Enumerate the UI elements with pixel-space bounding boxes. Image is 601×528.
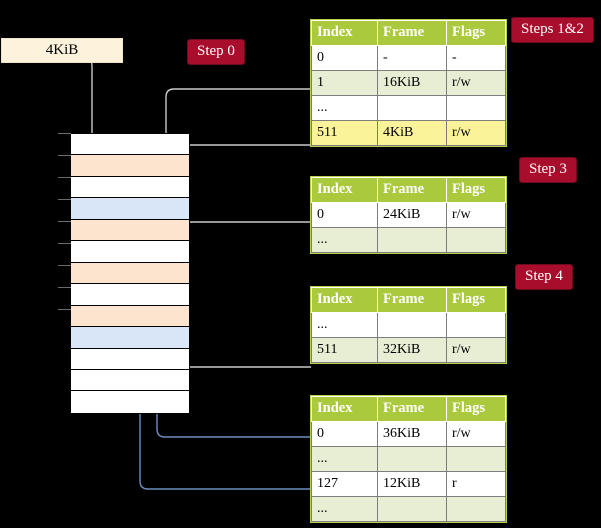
memory-frame-row — [71, 327, 189, 349]
cell-index: ... — [311, 446, 378, 472]
step-badge-step3: Step 3 — [520, 158, 576, 182]
source-frame-label: 4KiB — [45, 42, 79, 58]
table-row[interactable]: ... — [311, 227, 506, 253]
column-header-flags: Flags — [446, 287, 506, 313]
table-row[interactable]: ... — [311, 95, 506, 121]
wire-l4row511-to-memory — [177, 144, 311, 155]
memory-tick — [58, 309, 71, 310]
cell-index: 0 — [311, 45, 378, 71]
memory-frame-row — [71, 284, 189, 306]
memory-frame-row — [71, 369, 189, 392]
column-header-frame: Frame — [377, 20, 447, 46]
cell-flags: r/w — [446, 337, 506, 363]
memory-frame-row — [71, 198, 189, 220]
column-header-index: Index — [311, 287, 378, 313]
memory-tick — [58, 199, 71, 200]
memory-frame-row — [71, 262, 189, 285]
cell-index: ... — [311, 95, 378, 121]
memory-frame-row — [71, 391, 189, 413]
cell-flags: r/w — [446, 202, 506, 228]
column-header-index: Index — [311, 177, 378, 203]
cell-index: ... — [311, 312, 378, 338]
cell-frame — [377, 95, 447, 121]
cell-flags — [446, 95, 506, 121]
source-frame-box: 4KiB — [1, 38, 123, 63]
cell-index: ... — [311, 496, 378, 522]
table-row[interactable]: 0-- — [311, 45, 506, 71]
memory-tick — [58, 133, 71, 134]
memory-tick — [58, 287, 71, 288]
cell-frame — [377, 227, 447, 253]
cell-frame: 12KiB — [377, 471, 447, 497]
cell-index: 511 — [311, 120, 378, 146]
cell-index: 127 — [311, 471, 378, 497]
column-header-index: Index — [311, 396, 378, 422]
memory-tick — [58, 221, 71, 222]
memory-frame-row — [71, 305, 189, 328]
table-row[interactable]: ... — [311, 496, 506, 522]
memory-frame-row — [71, 348, 189, 370]
memory-frame-row — [71, 219, 189, 242]
cell-flags: r/w — [446, 120, 506, 146]
cell-flags: r/w — [446, 421, 506, 447]
column-header-index: Index — [311, 20, 378, 46]
memory-tick — [58, 243, 71, 244]
cell-flags — [446, 446, 506, 472]
step-badge-step0: Step 0 — [188, 40, 244, 64]
cell-flags — [446, 312, 506, 338]
cell-flags — [446, 496, 506, 522]
step-badge-steps12: Steps 1&2 — [512, 18, 593, 42]
memory-tick — [58, 155, 71, 156]
cell-frame — [377, 496, 447, 522]
memory-frame-row — [71, 176, 189, 199]
memory-frame-row — [71, 241, 189, 263]
memory-frame-row — [71, 134, 189, 156]
cell-index: ... — [311, 227, 378, 253]
cell-index: 1 — [311, 70, 378, 96]
wire-l2row511-to-memory — [172, 314, 311, 368]
cell-frame — [377, 312, 447, 338]
cell-frame: 36KiB — [377, 421, 447, 447]
cell-index: 0 — [311, 421, 378, 447]
column-header-flags: Flags — [446, 396, 506, 422]
physical-memory-column — [70, 133, 190, 414]
memory-frame-row — [71, 155, 189, 177]
cell-frame — [377, 446, 447, 472]
table-row[interactable]: ... — [311, 312, 506, 338]
memory-tick — [58, 177, 71, 178]
cell-frame: 4KiB — [377, 120, 447, 146]
memory-tick — [58, 265, 71, 266]
wire-step0-4kib-to-memory — [85, 51, 100, 146]
cell-flags: r — [446, 471, 506, 497]
wire-l3row0-to-memory — [179, 221, 311, 285]
cell-frame: 24KiB — [377, 202, 447, 228]
step-badge-step4: Step 4 — [516, 265, 572, 289]
table-row[interactable]: ... — [311, 446, 506, 472]
column-header-flags: Flags — [446, 20, 506, 46]
column-header-frame: Frame — [377, 177, 447, 203]
column-header-flags: Flags — [446, 177, 506, 203]
cell-flags: r/w — [446, 70, 506, 96]
cell-index: 511 — [311, 337, 378, 363]
cell-flags — [446, 227, 506, 253]
cell-index: 0 — [311, 202, 378, 228]
cell-frame: - — [377, 45, 447, 71]
cell-frame: 16KiB — [377, 70, 447, 96]
cell-flags: - — [446, 45, 506, 71]
column-header-frame: Frame — [377, 287, 447, 313]
cell-frame: 32KiB — [377, 337, 447, 363]
column-header-frame: Frame — [377, 396, 447, 422]
